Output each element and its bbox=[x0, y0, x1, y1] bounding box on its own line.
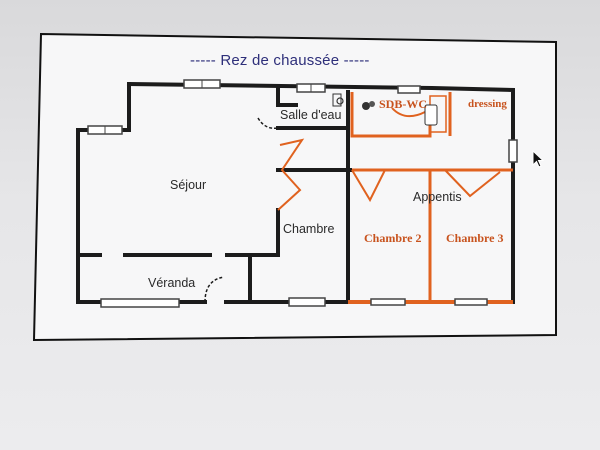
door-swing-4 bbox=[391, 107, 426, 118]
window-top-3 bbox=[397, 85, 421, 94]
room-label-chambre-2: Chambre 2 bbox=[364, 231, 422, 245]
room-label-chambre-3: Chambre 3 bbox=[446, 231, 504, 245]
room-label-chambre: Chambre bbox=[283, 222, 335, 236]
washbasin bbox=[424, 104, 438, 126]
sheet bbox=[32, 32, 557, 342]
mouse-pointer-icon bbox=[532, 150, 545, 168]
door-swing-2 bbox=[444, 169, 501, 198]
room-label-sdb-wc: SDB-WC bbox=[379, 97, 428, 111]
plan-title: ----- Rez de chaussée ----- bbox=[190, 52, 370, 69]
wall-chambre-left bbox=[248, 208, 280, 304]
window-bottom-veranda bbox=[100, 298, 180, 308]
toilet-2 bbox=[362, 102, 370, 110]
room-label-sejour: Séjour bbox=[170, 178, 207, 192]
veranda-door bbox=[204, 117, 279, 303]
window-right bbox=[508, 139, 518, 163]
wall-top-left bbox=[126, 81, 515, 304]
toilet-1 bbox=[336, 97, 344, 105]
window-bottom-3 bbox=[370, 298, 406, 306]
room-label-veranda: Véranda bbox=[148, 276, 196, 290]
sink-salle-eau bbox=[332, 93, 342, 107]
window-bottom-4 bbox=[454, 298, 488, 306]
door-swing-3 bbox=[277, 138, 305, 211]
room-label-appentis: Appentis bbox=[413, 190, 462, 204]
room-label-dressing: dressing bbox=[468, 98, 507, 110]
window-bottom-2 bbox=[288, 297, 326, 307]
toilet-3 bbox=[369, 101, 375, 107]
window-mullions bbox=[104, 80, 312, 134]
room-label-salle-eau: Salle d'eau bbox=[280, 108, 342, 122]
sanitary-fixtures bbox=[332, 93, 447, 133]
door-swing-1 bbox=[351, 169, 386, 203]
